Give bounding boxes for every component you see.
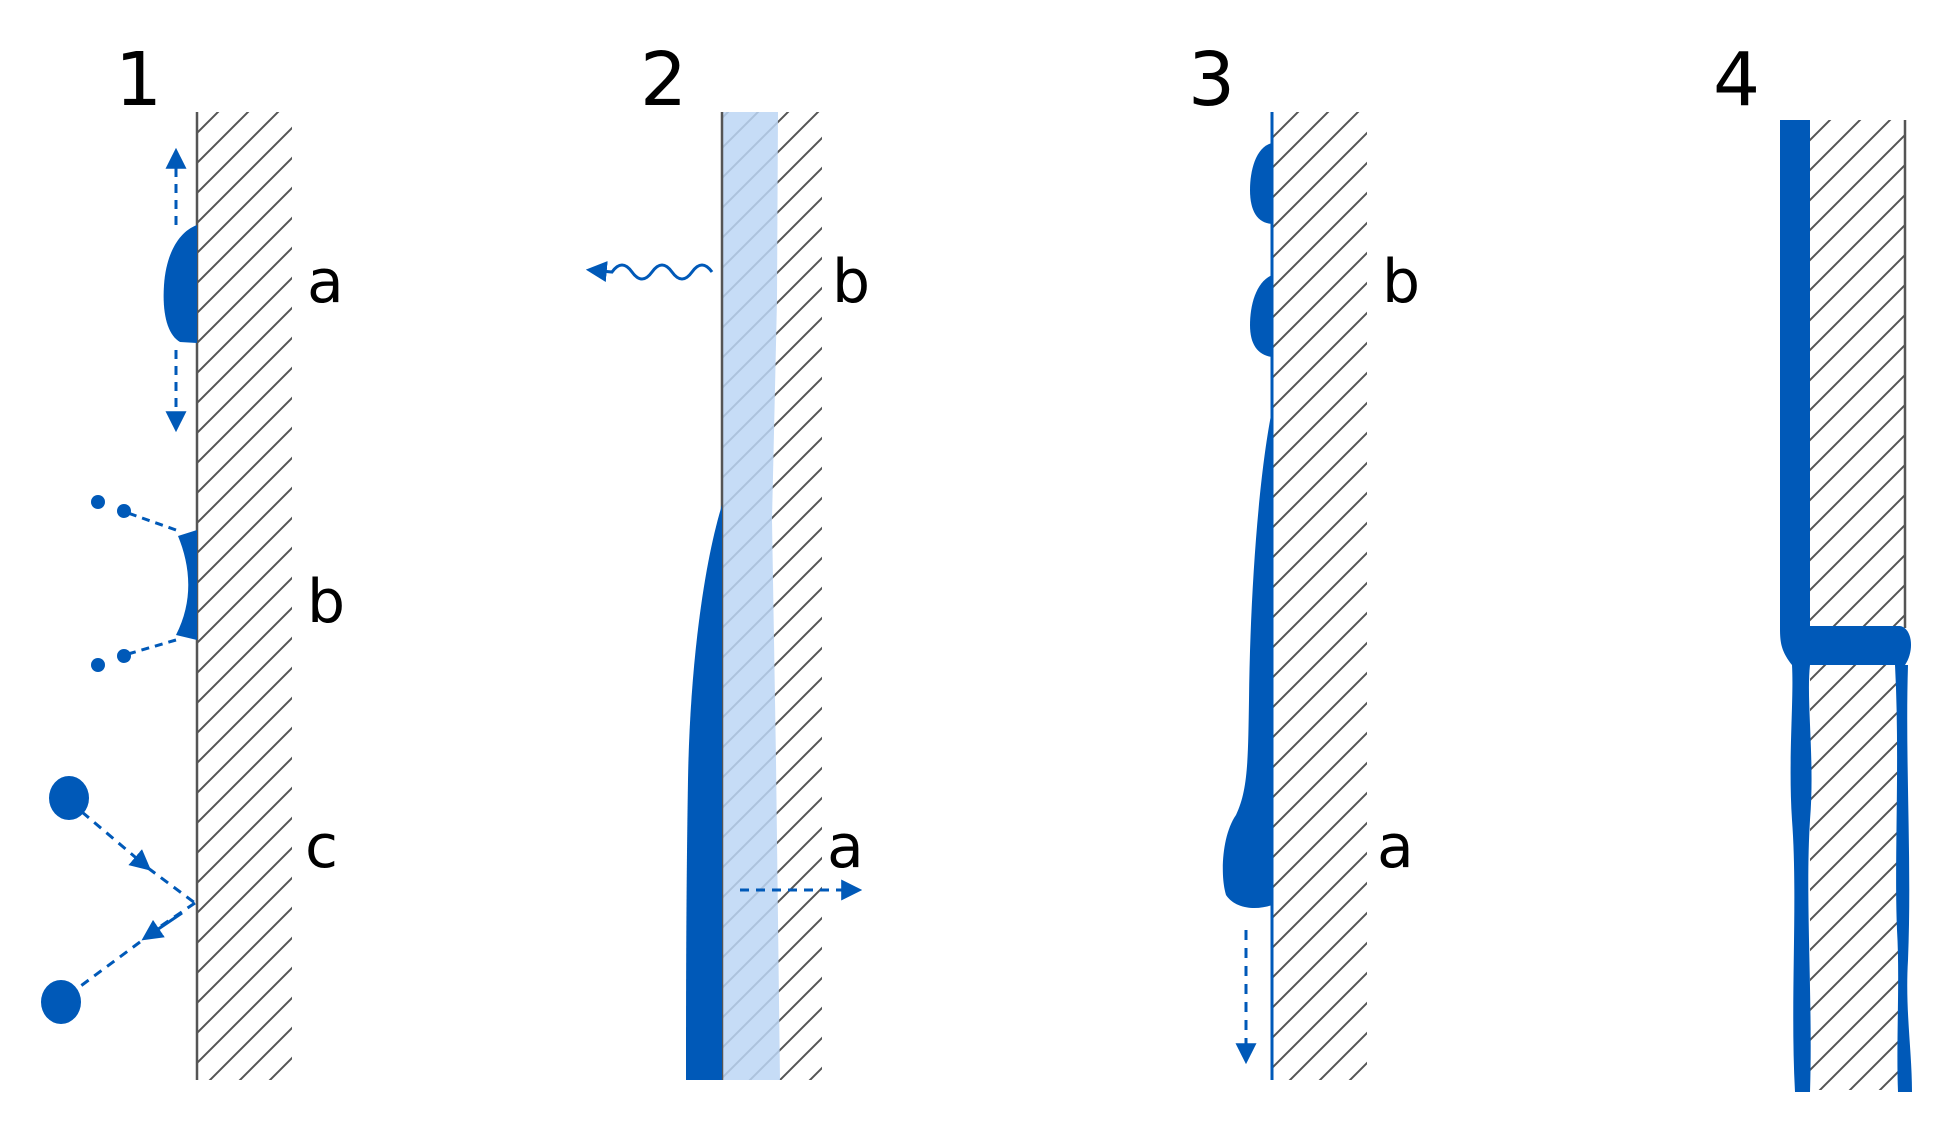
panel-1-number: 1 (115, 37, 162, 123)
panel-4-water-layer (1780, 120, 1912, 1092)
panel-1c-path-in (147, 866, 196, 905)
panel-2-evaporation-wave (585, 261, 714, 282)
panel-1c-drop-incoming (49, 776, 89, 820)
panel-1b-particle (91, 658, 105, 672)
panel-2-water-film (686, 505, 722, 1080)
panel-1b-trail-bottom (127, 638, 177, 656)
panel-1b-particle (117, 649, 131, 663)
panel-1c-arrow-in (81, 810, 152, 871)
panel-3b-droplet-upper (1250, 143, 1272, 224)
panel-4: 4 (1713, 37, 1912, 1092)
panel-3a-runoff-film (1222, 410, 1272, 908)
panel-2-number: 2 (640, 37, 687, 123)
panel-1c-drop-rebound (41, 980, 81, 1024)
panel-3-wall (1272, 112, 1367, 1080)
panel-1: 1 a b c (41, 37, 345, 1080)
panel-1b-particle (91, 495, 105, 509)
panel-1b-particle (117, 504, 131, 518)
panel-4-water-back-face (1895, 665, 1912, 1092)
panel-1-label-a: a (307, 247, 344, 317)
panel-3: 3 b a (1188, 37, 1420, 1080)
panel-2-label-a: a (827, 812, 864, 882)
panel-1c-arrow-out (141, 911, 183, 941)
panel-1-label-c: c (305, 812, 338, 882)
panel-1b-meniscus (176, 530, 197, 640)
panel-2-label-b: b (832, 247, 870, 317)
panel-4-wall (1810, 120, 1905, 1090)
panel-1-wall (197, 112, 292, 1080)
panel-3-label-a: a (1377, 812, 1414, 882)
panel-1-label-b: b (307, 567, 345, 637)
panel-4-number: 4 (1713, 37, 1760, 123)
panel-2-absorbed-zone (722, 112, 780, 1080)
panel-3b-droplet-lower (1250, 275, 1272, 357)
panel-1c-trail-out (77, 940, 141, 990)
panel-1a-droplet (163, 225, 197, 343)
panel-3-label-b: b (1382, 247, 1420, 317)
panel-1b-trail-top (127, 511, 177, 532)
panel-2: 2 b a (585, 37, 870, 1080)
panel-3-number: 3 (1188, 37, 1235, 123)
